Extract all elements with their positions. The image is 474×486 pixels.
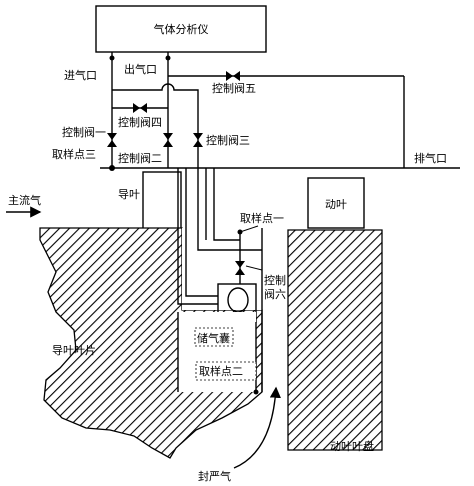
valve5-symbol[interactable] (226, 71, 240, 81)
outlet-dot (165, 55, 171, 61)
guide-vane-plate (39, 227, 263, 459)
leader-valve6 (245, 265, 263, 271)
guide-vane (142, 171, 182, 231)
valve3-symbol[interactable] (193, 133, 203, 147)
seal-gas-arrow (233, 386, 281, 469)
valve3-branch (112, 83, 199, 168)
valve3-label: 控制阀三 (206, 133, 250, 147)
rotor-disk (287, 229, 383, 451)
valve6-label-line2: 阀六 (264, 287, 286, 301)
valve2-symbol[interactable] (163, 133, 173, 147)
sample-point2-label-box (195, 361, 257, 381)
guide-vane-label: 导叶 (118, 188, 140, 201)
sample-point3-dot (109, 165, 115, 171)
inlet-label: 进气口 (64, 68, 97, 82)
gas-bag-label: 储气囊 (197, 331, 230, 345)
rotor-disk-label: 动叶叶盘 (330, 439, 374, 453)
valve6-symbol[interactable] (235, 261, 245, 275)
seal-gas-label: 封严气 (198, 469, 231, 483)
valve4-symbol[interactable] (133, 103, 147, 113)
gas-bag-label-box (194, 327, 234, 347)
sampling-tubes (177, 168, 262, 305)
valve5-label: 控制阀五 (212, 81, 256, 95)
valve6-label-line1: 控制 (264, 273, 286, 287)
valve1-label: 控制阀一 (62, 125, 106, 139)
sample-point2-dot (253, 389, 259, 395)
guide-vane-plate-label: 导叶叶片 (52, 344, 96, 357)
rotor-blade (307, 177, 365, 229)
exhaust-label: 排气口 (414, 151, 447, 165)
analyzer-label: 气体分析仪 (154, 22, 209, 36)
outlet-label: 出气口 (124, 62, 157, 76)
sample-point1-label: 取样点一 (240, 211, 284, 225)
valve4-label: 控制阀四 (118, 115, 162, 129)
inlet-dot (109, 55, 115, 61)
main-flow-label: 主流气 (8, 193, 41, 207)
valve2-label: 控制阀二 (118, 151, 162, 165)
valve1-symbol[interactable] (107, 133, 117, 147)
gas-analyzer: 气体分析仪 (95, 5, 267, 53)
tube-outlet-down (177, 168, 218, 305)
rotor-blade-label: 动叶 (325, 198, 347, 211)
leader-sample-point1 (239, 225, 259, 233)
sample-point2-label: 取样点二 (199, 364, 243, 378)
sample-point3-label: 取样点三 (52, 147, 96, 161)
